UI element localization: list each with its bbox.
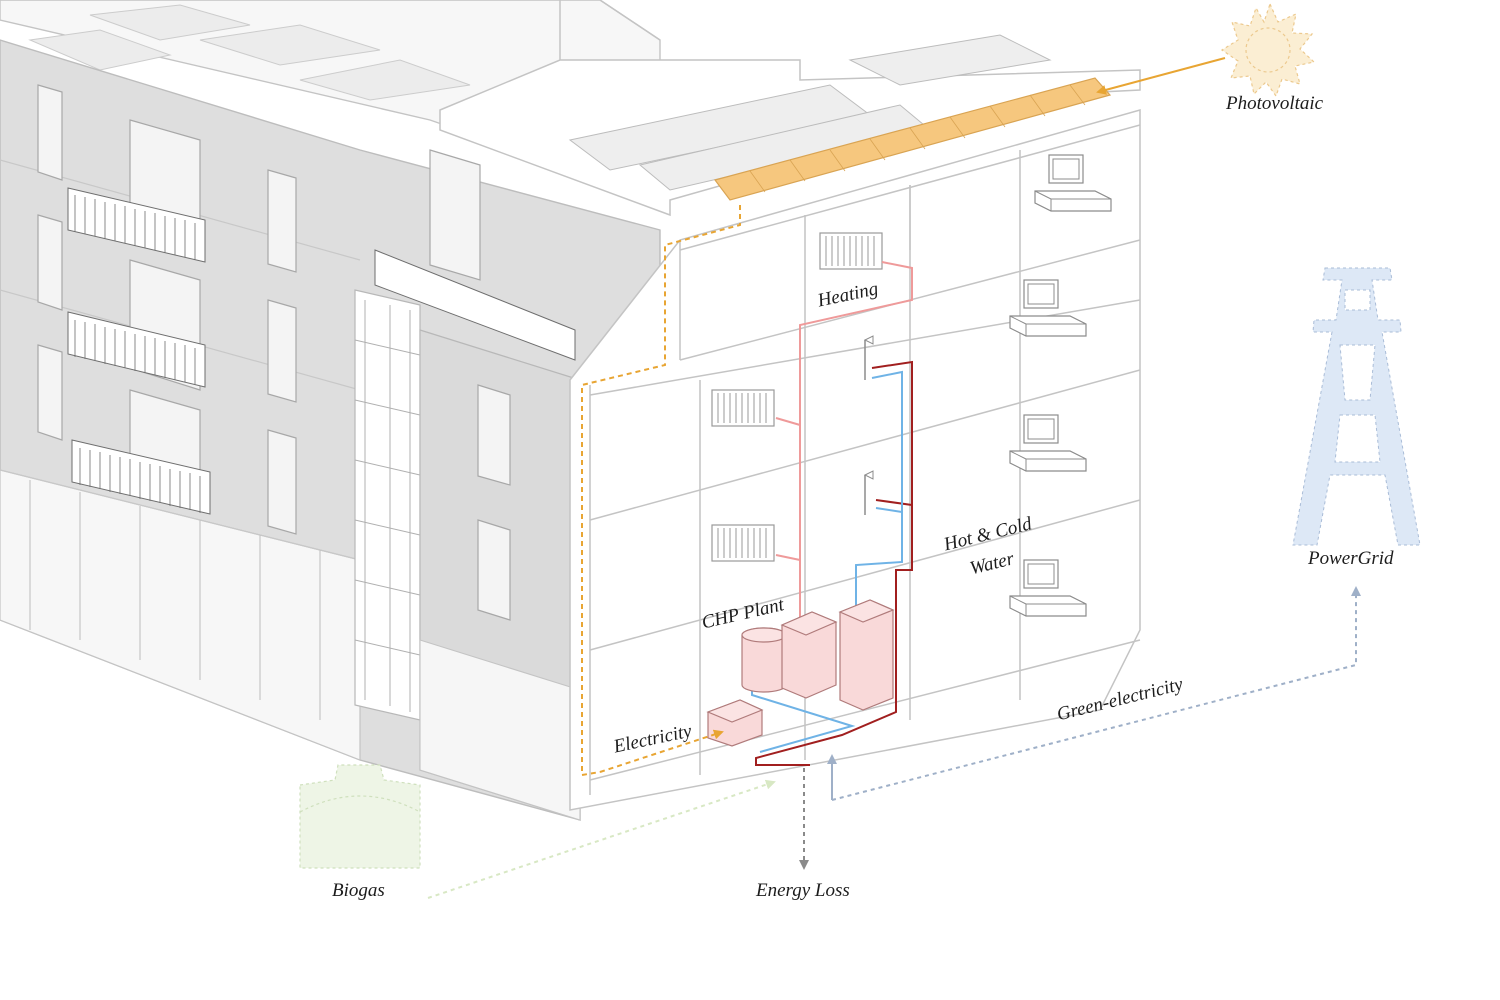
- left-wing: [0, 0, 661, 821]
- sun-icon: [1220, 2, 1316, 98]
- chp-plant-units: [706, 599, 895, 747]
- biogas-label: Biogas: [332, 880, 385, 901]
- radiator-icon: [711, 524, 775, 562]
- solar-panel-array: [713, 77, 1112, 201]
- hot-water-pipe: [755, 360, 913, 766]
- rooftop-panels: [568, 34, 1112, 201]
- powergrid-tower-icon: [1292, 267, 1421, 546]
- heating-pipes: [775, 261, 913, 690]
- powergrid-label: PowerGrid: [1308, 548, 1394, 569]
- biogas-tank-icon: [299, 764, 421, 869]
- radiator-icon: [819, 232, 883, 270]
- radiator-icon: [711, 389, 775, 427]
- electricity-flow: [581, 57, 1226, 777]
- energy-loss-label: Energy Loss: [756, 880, 850, 901]
- photovoltaic-label: Photovoltaic: [1226, 93, 1324, 114]
- building-section: [439, 0, 1141, 811]
- biogas-flow: [427, 779, 776, 899]
